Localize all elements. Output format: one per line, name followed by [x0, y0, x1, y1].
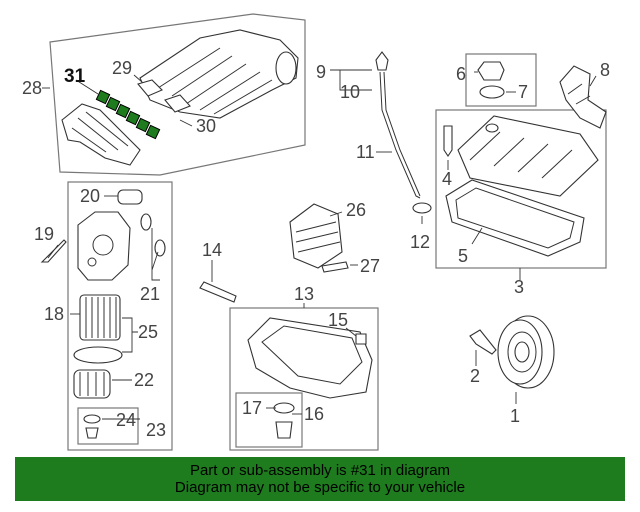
label-5: 5 — [458, 246, 468, 266]
label-24: 24 — [116, 410, 136, 430]
plug-15 — [355, 333, 367, 345]
bolt-27 — [321, 261, 349, 273]
oil-filter-housing — [77, 211, 131, 281]
filler-cap-group-box — [465, 53, 537, 107]
oil-pan — [247, 317, 373, 399]
oil-filter-element — [79, 294, 121, 341]
label-21: 21 — [140, 284, 160, 304]
label-25: 25 — [138, 322, 158, 342]
oil-filter-cap — [73, 369, 111, 399]
valve-cover-gasket — [445, 179, 585, 257]
label-30: 30 — [196, 116, 216, 136]
label-15: 15 — [328, 310, 348, 330]
label-17: 17 — [242, 398, 262, 418]
label-8: 8 — [600, 60, 610, 80]
dipstick-tube — [375, 51, 421, 199]
o-ring-21b — [154, 239, 166, 257]
gasket-group-box — [235, 392, 303, 448]
label-16: 16 — [304, 404, 324, 424]
intake-manifold-lower — [61, 103, 141, 166]
label-28: 28 — [22, 78, 42, 98]
drain-plug-group-box — [77, 407, 139, 445]
intake-manifold-group-box — [49, 13, 306, 176]
crankshaft-pulley — [497, 315, 555, 389]
label-19: 19 — [34, 224, 54, 244]
parts-diagram: 1 2 3 4 5 6 7 8 9 10 11 12 13 14 15 16 1… — [22, 13, 610, 451]
oil-cooler-26 — [289, 203, 343, 269]
washer-17 — [273, 402, 295, 414]
oil-filter-group-box — [67, 181, 173, 451]
gasket-29 — [137, 79, 163, 97]
label-26: 26 — [346, 200, 366, 220]
highlight-notice-banner: Part or sub-assembly is #31 in diagram D… — [15, 457, 625, 501]
gasket-set-31-highlighted — [95, 89, 161, 140]
seal-7 — [479, 85, 505, 99]
breather-hose-8 — [559, 65, 607, 129]
label-11: 11 — [356, 142, 375, 162]
label-2: 2 — [470, 366, 480, 386]
o-ring-12 — [412, 202, 432, 214]
label-23: 23 — [146, 420, 166, 440]
label-13: 13 — [294, 284, 314, 304]
label-18: 18 — [44, 304, 64, 324]
oil-filler-cap — [477, 61, 505, 81]
bolt-2 — [469, 329, 497, 355]
plug-16 — [275, 421, 293, 439]
label-10: 10 — [340, 82, 360, 102]
label-9: 9 — [316, 62, 326, 82]
intake-manifold-upper — [139, 29, 299, 119]
valve-cover — [457, 115, 599, 197]
label-27: 27 — [360, 256, 380, 276]
washer-24 — [83, 414, 101, 424]
o-ring-21a — [140, 213, 152, 231]
notice-line-disclaimer: Diagram may not be specific to your vehi… — [174, 479, 466, 496]
label-1: 1 — [510, 406, 520, 426]
notice-line-part: Part or sub-assembly is #31 in diagram — [189, 462, 451, 479]
label-3: 3 — [514, 277, 524, 297]
label-7: 7 — [518, 82, 528, 102]
drain-plug-23 — [85, 427, 99, 439]
gasket-30 — [164, 94, 191, 113]
valve-cover-group-box — [435, 109, 607, 269]
o-ring-25 — [73, 346, 123, 364]
tube-14 — [199, 281, 237, 303]
bolt-19 — [40, 239, 67, 263]
label-22: 22 — [134, 370, 154, 390]
label-31: 31 — [64, 66, 86, 87]
label-12: 12 — [410, 232, 430, 252]
label-29: 29 — [112, 58, 132, 78]
sensor-4 — [443, 125, 453, 157]
label-20: 20 — [80, 186, 100, 206]
label-6: 6 — [456, 64, 466, 84]
gasket-20 — [117, 189, 143, 205]
label-4: 4 — [442, 169, 452, 189]
label-14: 14 — [202, 240, 222, 260]
